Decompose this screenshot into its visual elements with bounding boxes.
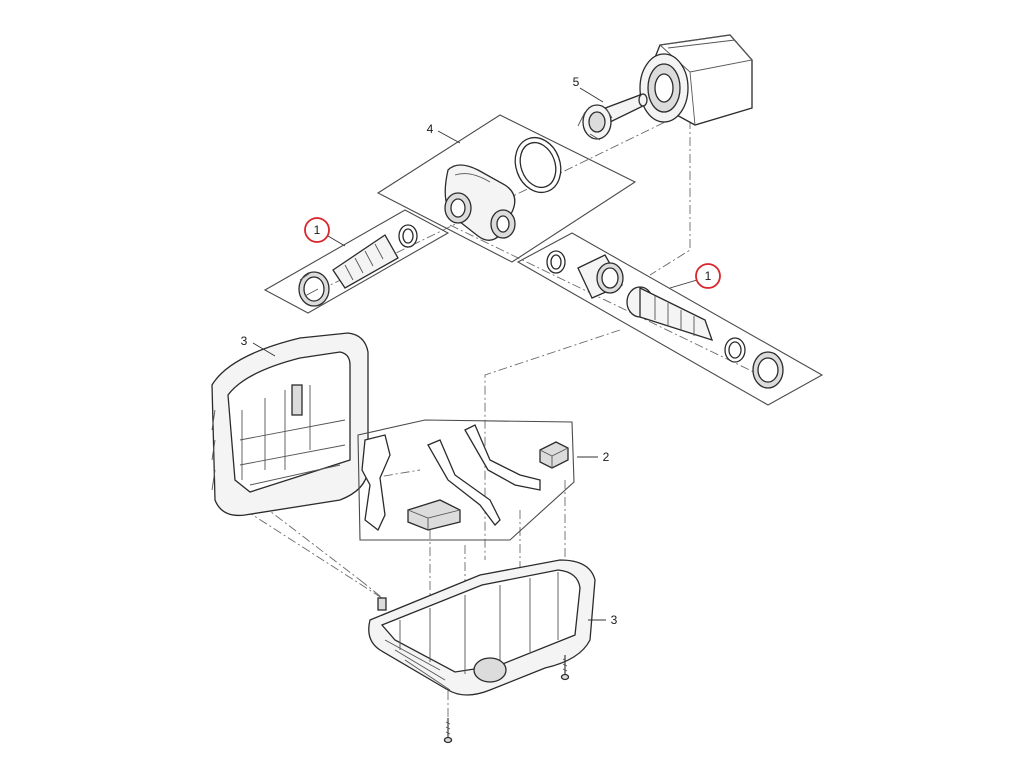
spacer-block-right: [539, 441, 569, 469]
screw-right: [560, 655, 570, 681]
callout-3-top: 3: [241, 334, 248, 348]
motor-housing: [639, 34, 753, 126]
spacer-block-left: [407, 499, 461, 531]
oring-large: [514, 136, 562, 194]
callout-4: 4: [427, 122, 434, 136]
left-hose-tail: [332, 234, 399, 289]
callout-1-left: 1: [314, 223, 321, 237]
part-4-frame: [376, 114, 637, 263]
part-2-frame: [357, 419, 575, 541]
left-oring-small: [398, 224, 418, 248]
right-threaded-adapter: [577, 254, 624, 299]
part-1-right-frame: [516, 232, 824, 406]
callout-1-right: 1: [705, 269, 712, 283]
base-housing: [368, 559, 596, 696]
bracket-left: [361, 434, 391, 532]
pump-housing: [444, 164, 516, 241]
upper-housing-shell: [211, 332, 369, 517]
callout-5: 5: [573, 75, 580, 89]
left-hose-nut: [298, 271, 330, 307]
bracket-center: [427, 424, 541, 526]
part-1-left-frame: [263, 209, 450, 314]
right-hose-nut: [752, 351, 784, 389]
screw-left: [443, 718, 453, 744]
callout-2: 2: [603, 450, 610, 464]
right-oring-a: [546, 250, 566, 274]
right-oring-b: [724, 337, 746, 363]
right-hose-tail: [626, 286, 714, 342]
assembly-axis-lines: [244, 104, 761, 720]
impeller-rotor: [577, 93, 648, 141]
callout-1-left-highlight: [304, 217, 330, 243]
callout-1-right-highlight: [695, 263, 721, 289]
callout-3-bottom: 3: [611, 613, 618, 627]
leader-lines: [252, 87, 698, 621]
